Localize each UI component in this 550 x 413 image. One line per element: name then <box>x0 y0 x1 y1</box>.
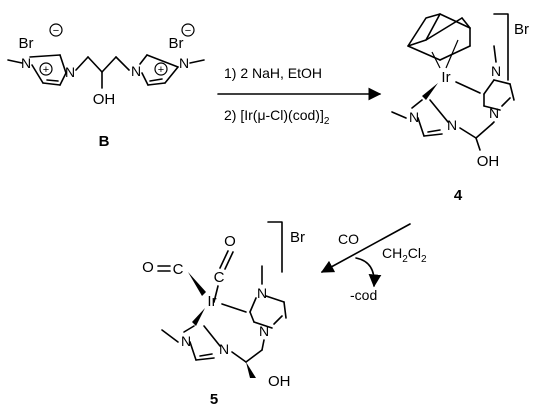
reaction-step-1: 1) 2 NaH, EtOH 2) [Ir(μ-Cl)(cod)]2 <box>217 65 382 127</box>
n-atom: N <box>21 55 31 71</box>
carbonyl-oxygen: O <box>142 259 154 276</box>
plus-charge: + <box>43 64 49 76</box>
nhc-ring-right <box>483 79 515 111</box>
n-atom: N <box>65 64 75 80</box>
step1-reagents-line2: 2) [Ir(μ-Cl)(cod)]2 <box>224 107 330 127</box>
step1-reagents-line1: 1) 2 NaH, EtOH <box>224 65 322 81</box>
n-atom: N <box>259 323 269 339</box>
compound-b-label: B <box>99 133 110 150</box>
bromide-label: Br <box>19 35 34 52</box>
plus-charge: + <box>158 64 164 76</box>
hydroxyl-label: OH <box>93 91 116 108</box>
carbonyl-oxygen: O <box>224 233 236 250</box>
minus-charge: − <box>53 25 59 37</box>
compound-5: O C O C Ir Br N N <box>142 221 305 408</box>
nhc-ring-right <box>249 295 287 329</box>
hydroxyl-label: OH <box>477 153 500 170</box>
nhc-ring-left <box>183 325 221 361</box>
n-atom: N <box>181 333 191 349</box>
n-atom: N <box>179 55 189 71</box>
minus-charge: − <box>185 25 191 37</box>
cod-ligand <box>407 13 471 69</box>
iridium-label: Ir <box>207 293 216 310</box>
step2-solvent: CH2Cl2 <box>382 245 427 265</box>
bromide-label: Br <box>514 21 529 38</box>
compound-b: N N + Br − OH N N + Br − B <box>7 23 205 150</box>
n-atom: N <box>447 117 457 133</box>
step2-byproduct: -cod <box>350 287 377 303</box>
bromide-label: Br <box>169 35 184 52</box>
n-atom: N <box>491 63 501 79</box>
carbonyl-carbon: C <box>214 269 225 286</box>
reaction-step-2: CO CH2Cl2 -cod <box>320 223 427 303</box>
iridium-label: Ir <box>441 69 450 86</box>
bromide-label: Br <box>290 229 305 246</box>
n-atom: N <box>257 285 267 301</box>
nhc-ring-left <box>411 99 449 137</box>
carbonyl-carbon: C <box>173 261 184 278</box>
compound-5-label: 5 <box>210 391 218 408</box>
n-atom: N <box>219 341 229 357</box>
hydroxyl-label: OH <box>268 373 291 390</box>
n-atom: N <box>409 109 419 125</box>
compound-4: Ir Br N N N N <box>391 13 529 204</box>
n-atom: N <box>131 63 141 79</box>
compound-4-label: 4 <box>454 187 463 204</box>
step2-reagent-co: CO <box>338 231 359 247</box>
imidazolium-ring-right <box>139 54 179 86</box>
imidazolium-ring-left <box>29 54 67 86</box>
n-atom: N <box>489 105 499 121</box>
